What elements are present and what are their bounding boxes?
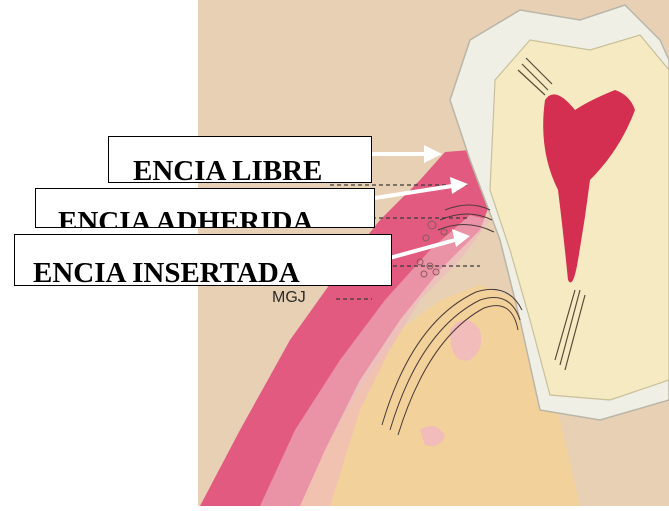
ligament-fibres xyxy=(381,204,523,436)
bone-cavity xyxy=(450,320,482,361)
arrowhead-libre xyxy=(424,145,442,163)
gingival-cells xyxy=(416,220,448,278)
label-encia-adherida: ENCIA ADHERIDA xyxy=(35,188,375,228)
arrowhead-adherida xyxy=(450,177,468,194)
label-mgj: MGJ xyxy=(272,289,306,306)
tooth-pulp xyxy=(543,90,635,283)
bone-cavity-lower xyxy=(420,426,445,447)
gingiva xyxy=(200,150,495,506)
alveolar-bone xyxy=(300,285,580,506)
arrow-adherida xyxy=(374,184,453,200)
arrowhead-insertada xyxy=(452,229,470,247)
gingiva-inner xyxy=(260,215,490,506)
label-encia-insertada: ENCIA INSERTADA xyxy=(14,234,392,286)
label-encia-libre: ENCIA LIBRE xyxy=(108,136,372,183)
dentin-lines xyxy=(517,57,586,371)
